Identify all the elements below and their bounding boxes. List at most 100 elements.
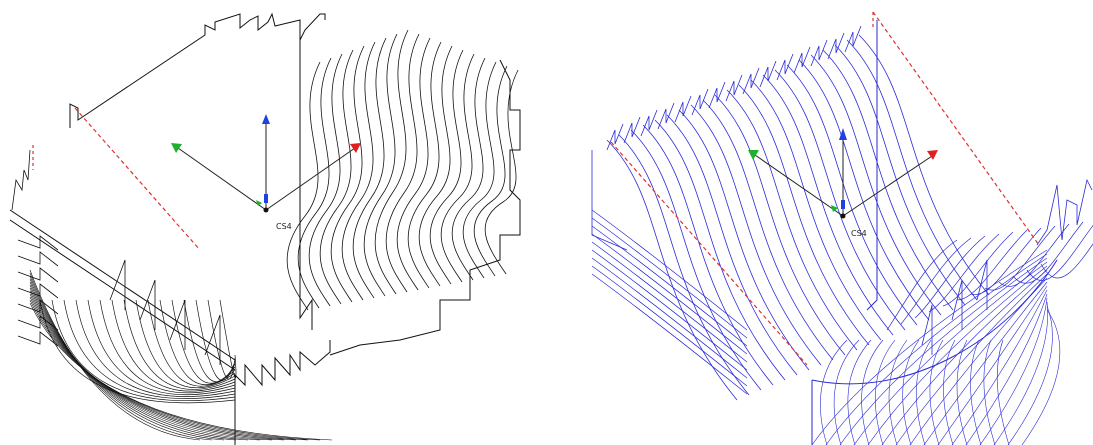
toolpath-curve (956, 229, 1028, 301)
toolpath-curve (473, 65, 508, 277)
toolpath-curve (834, 44, 966, 306)
bowl-curve (996, 339, 1010, 445)
bowl-curve (1007, 305, 1053, 445)
zigzag (606, 123, 624, 151)
bowl-curve (111, 299, 236, 392)
scallop (591, 241, 748, 363)
outline-top (69, 12, 326, 128)
bowl-curve (820, 339, 848, 445)
triangle (109, 259, 126, 310)
bowl-curve (29, 275, 225, 441)
toolpath-curve (630, 129, 762, 391)
right-viewport[interactable]: CS4 (547, 0, 1093, 445)
toolpath-curve (385, 33, 420, 293)
bowl-curve (123, 299, 236, 390)
zigzag (623, 116, 641, 144)
toolpath-curve (810, 54, 942, 316)
left-viewport[interactable]: CS4 (0, 0, 546, 445)
bowl-curve (839, 257, 1048, 445)
toolpath-curve (642, 124, 774, 386)
toolpath-curve (297, 57, 332, 309)
bowl-curve (993, 301, 1048, 445)
toolpath-curve (341, 41, 376, 301)
bowl-curve (29, 269, 201, 441)
toolpath-curve (858, 34, 990, 296)
toolpath-curve (738, 84, 870, 346)
triangle (169, 299, 186, 350)
bowl-curve (135, 299, 236, 389)
scallop (591, 225, 748, 347)
coordinate-system-label: CS4 (851, 229, 867, 238)
toolpath-curve (440, 53, 475, 283)
coordinate-system-gizmo[interactable]: CS4 (171, 114, 361, 231)
bowl-curve (895, 273, 1048, 445)
bowl-curve (29, 302, 333, 441)
coordinate-system-gizmo[interactable]: CS4 (748, 128, 938, 238)
toolpath-curve (429, 49, 464, 285)
outline-right-jagged (329, 59, 521, 356)
zigzag (691, 88, 709, 116)
bowl-curve (195, 299, 236, 381)
bowl-curve (825, 253, 1048, 445)
toolpath-curve (1026, 224, 1093, 281)
toolpath-curve (678, 109, 810, 371)
toolpath-curve (786, 64, 918, 326)
zigzag (17, 251, 59, 267)
bowl-curve (29, 296, 309, 441)
edge-line (9, 219, 236, 371)
y-axis-arrow (171, 143, 182, 153)
toolpath-curve (900, 237, 972, 325)
toolpath-curve (606, 139, 738, 401)
triangle (139, 279, 156, 330)
zigzag (776, 53, 794, 81)
outline-bottom (234, 340, 331, 395)
toolpath-curve (1040, 243, 1093, 279)
edge-line (591, 150, 628, 251)
bowl-curve (956, 339, 968, 445)
bowl-curve (147, 299, 236, 387)
toolpath-curve (396, 37, 431, 291)
zigzag (674, 95, 692, 123)
y-axis-arrow (748, 150, 759, 160)
z-short-arrow (841, 200, 845, 209)
bowl-curve (29, 278, 237, 441)
bowl-curve (183, 299, 236, 383)
toolpath-curve (702, 99, 834, 361)
zigzag (17, 299, 59, 315)
scallop (591, 233, 748, 355)
toolpath-curve (726, 89, 858, 351)
toolpath-curve (714, 94, 846, 356)
bowl-curve (29, 299, 321, 441)
scallop (591, 217, 748, 339)
bowl-curve (923, 281, 1048, 445)
x-axis-arrow (350, 143, 361, 153)
y-short-arrow (831, 205, 838, 212)
zigzag (17, 331, 59, 347)
right-toolpath-view: CS4 (591, 11, 1093, 445)
toolpath-curve (618, 134, 750, 396)
toolpath-wireframe (9, 12, 521, 445)
bowl-curve (861, 339, 884, 445)
bowl-curve (853, 261, 1048, 445)
bowl-curve (916, 339, 932, 445)
rapid-move-line (610, 11, 1040, 366)
toolpath-curve (418, 45, 453, 287)
toolpath-curve (798, 59, 930, 321)
bowl-curve (811, 249, 1048, 445)
bowl-curve (171, 299, 236, 384)
toolpath-curve (308, 53, 343, 307)
zigzag (640, 109, 658, 137)
toolpath-curve (363, 33, 398, 297)
toolpath-curve (690, 104, 822, 366)
scallop (591, 273, 748, 395)
zigzag (742, 67, 760, 95)
toolpath-curve (984, 225, 1056, 291)
outline-right-edge (299, 40, 313, 330)
bowl-curve (29, 293, 297, 441)
triangle (204, 314, 221, 365)
toolpath-curve (286, 61, 321, 311)
toolpath-curve (330, 45, 365, 303)
zigzag (17, 267, 59, 283)
spike (921, 304, 933, 355)
bowl-curve (87, 299, 236, 396)
